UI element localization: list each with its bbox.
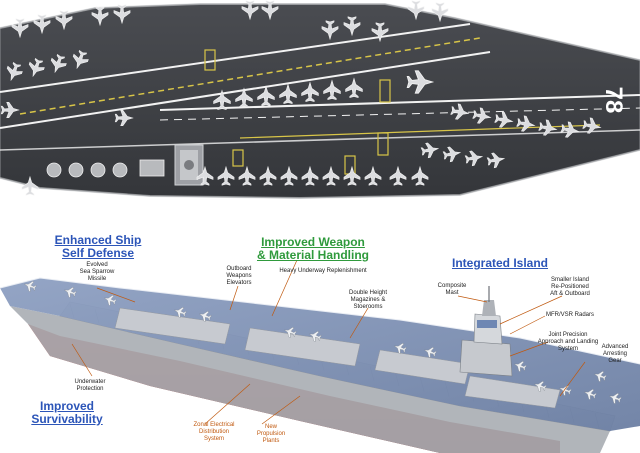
- callout-arresting-gear: Advanced Arresting Gear: [601, 344, 629, 364]
- aircraft-icon: [238, 165, 256, 186]
- aircraft-icon: [364, 165, 382, 186]
- aircraft-icon: [279, 83, 297, 104]
- aircraft-icon: [389, 165, 407, 186]
- aircraft-icon: [411, 165, 429, 186]
- cutaway-diagram: Enhanced Ship Self Defense Improved Weap…: [0, 216, 640, 453]
- cutaway-drawing: [0, 259, 640, 453]
- aircraft-icon: [345, 77, 363, 98]
- aircraft-icon: [21, 175, 39, 196]
- aircraft-icon: [494, 111, 514, 128]
- aircraft-icon: [393, 343, 407, 354]
- aircraft-icon: [321, 20, 339, 41]
- integrated-island-text: Integrated Island: [451, 256, 549, 270]
- callout-smaller-island: Smaller Island Re-Positioned Aft & Outbo…: [550, 277, 590, 297]
- integrated-island-heading: Integrated Island: [440, 257, 560, 270]
- flight-deck-drawing: 78: [0, 0, 640, 200]
- aircraft-icon: [407, 0, 425, 21]
- callout-outboard-elevators: Outboard Weapons Elevators: [226, 266, 252, 286]
- aircraft-icon: [261, 0, 279, 21]
- aircraft-icon: [33, 14, 51, 35]
- callout-propulsion-plants: New Propulsion Plants: [256, 424, 286, 444]
- angled-runway-markings: [0, 23, 491, 129]
- aircraft-icon: [63, 287, 77, 298]
- aircraft-icon: [308, 331, 322, 342]
- aircraft-icon: [11, 18, 29, 39]
- aircraft-icon: [198, 311, 212, 322]
- flight-deck-view: 78: [0, 0, 640, 210]
- aircraft-icon: [213, 89, 231, 110]
- aircraft-icon: [406, 70, 435, 94]
- callout-heavy-replenishment: Heavy Underway Replenishment: [279, 268, 367, 274]
- aircraft-icon: [593, 371, 607, 382]
- aircraft-icon: [582, 117, 602, 134]
- aircraft-icon: [323, 79, 341, 100]
- aircraft-icon: [560, 121, 580, 138]
- aircraft-icon: [450, 103, 470, 120]
- aircraft-icon: [322, 165, 340, 186]
- survivability-text: Improved Survivability: [31, 399, 103, 426]
- callout-jpals: Joint Precision Approach and Landing Sys…: [537, 332, 599, 352]
- aircraft-icon: [516, 115, 536, 132]
- aircraft-icon: [513, 361, 527, 372]
- aircraft-icon: [6, 61, 23, 82]
- deck-equipment: [46, 159, 165, 178]
- aircraft-icon: [283, 327, 297, 338]
- aircraft-icon: [91, 6, 109, 27]
- aircraft-icon: [257, 85, 275, 106]
- aircraft-icon: [173, 307, 187, 318]
- callout-leaders: [71, 259, 586, 425]
- aircraft-icon: [55, 10, 73, 31]
- callout-sea-sparrow: Evolved Sea Sparrow Missile: [79, 262, 115, 282]
- aircraft-icon: [442, 146, 462, 163]
- aircraft-icon: [72, 49, 89, 70]
- aircraft-icon: [464, 150, 484, 167]
- aircraft-icon: [608, 393, 622, 404]
- callout-double-height: Double Height Magazines & Stoerooms: [348, 290, 388, 310]
- callout-underwater-protection: Underwater Protection: [74, 379, 106, 392]
- aircraft-icon: [241, 0, 259, 21]
- aircraft-icon: [0, 102, 20, 118]
- aircraft-icon: [50, 53, 67, 74]
- aircraft-icon: [343, 16, 361, 37]
- aircraft-icon: [28, 57, 45, 78]
- aircraft-icon: [114, 110, 134, 126]
- enhanced-defense-heading: Enhanced Ship Self Defense: [48, 234, 148, 260]
- deck-cutouts: [114, 307, 561, 409]
- aircraft-icon: [371, 22, 389, 43]
- aircraft-icon: [533, 381, 547, 392]
- angled-runway-centerline: [19, 37, 481, 115]
- aircraft-icon: [486, 152, 506, 169]
- aircraft-icon: [23, 281, 37, 292]
- weapon-handling-heading: Improved Weapon & Material Handling: [238, 236, 388, 262]
- aircraft-icon: [431, 2, 449, 23]
- hull-number: 78: [600, 87, 627, 114]
- aircraft-icon: [301, 81, 319, 102]
- aircraft-icon: [538, 119, 558, 136]
- aircraft-icon: [472, 107, 492, 124]
- aircraft-icon: [558, 385, 572, 396]
- callout-zonal-electrical: Zonal Electrical Distribution System: [193, 422, 235, 442]
- aircraft-icon: [235, 87, 253, 108]
- aircraft-icon: [343, 165, 361, 186]
- integrated-island-structure: [459, 286, 513, 377]
- aircraft-icon: [217, 165, 235, 186]
- callout-composite-mast: Composite Mast: [437, 283, 467, 296]
- aircraft-icon: [420, 142, 440, 159]
- hull-side: [10, 306, 610, 453]
- callout-mfr-vsr: MFR/VSR Radars: [545, 312, 594, 318]
- parked-aircraft: [0, 0, 602, 196]
- weapon-handling-text: Improved Weapon & Material Handling: [256, 235, 369, 262]
- aircraft-icon: [301, 165, 319, 186]
- aircraft-icon: [196, 165, 214, 186]
- aircraft-icon: [113, 4, 131, 25]
- enhanced-defense-text: Enhanced Ship Self Defense: [54, 233, 142, 260]
- cutaway-aircraft: [23, 281, 622, 404]
- survivability-heading: Improved Survivability: [22, 400, 112, 426]
- aircraft-icon: [423, 347, 437, 358]
- aircraft-icon: [280, 165, 298, 186]
- aircraft-icon: [259, 165, 277, 186]
- elevator-markings: [204, 49, 391, 175]
- aircraft-icon: [103, 295, 117, 306]
- aircraft-icon: [583, 389, 597, 400]
